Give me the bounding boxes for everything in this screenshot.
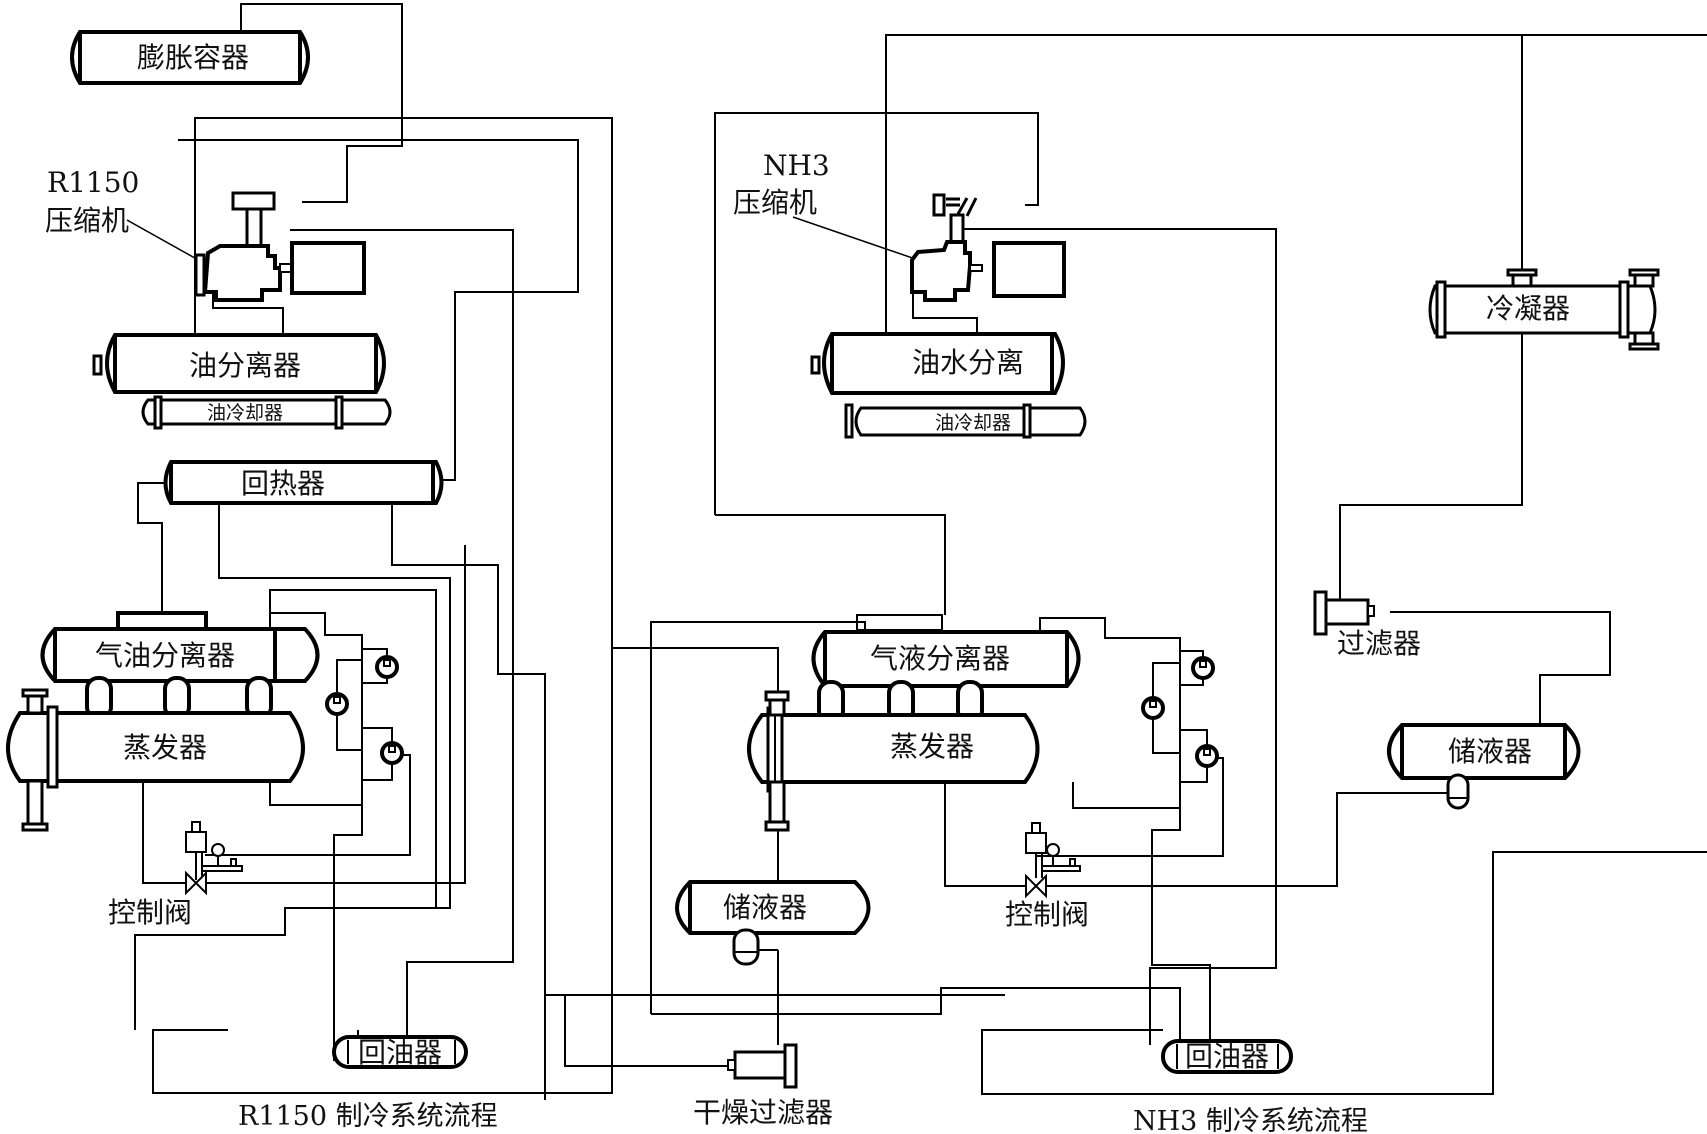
regenerator: 回热器 <box>163 460 444 505</box>
pipe-expansion-to-compressor <box>240 3 403 203</box>
pipe-gassep-manifold <box>269 589 437 908</box>
receiver-center-label: 储液器 <box>723 891 807 924</box>
regenerator-label: 回热器 <box>241 467 325 500</box>
nh3-compressor-leader <box>792 216 931 265</box>
float-valve-icon <box>1141 696 1165 720</box>
gas-liquid-separator-label: 气液分离器 <box>870 642 1010 675</box>
pipe-float-to-valve <box>205 754 411 856</box>
condenser: 冷凝器 <box>1428 268 1660 351</box>
oil-water-separator-label: 油水分离 <box>912 346 1024 379</box>
dryer-filter: 干燥过滤器 <box>693 1043 833 1129</box>
pipe-oilwater-to-gassep <box>715 514 946 615</box>
left-connectors <box>85 676 273 720</box>
float-valve-icon <box>375 655 399 679</box>
pipe-left-to-dryer <box>564 995 733 1067</box>
nh3-compressor-label-1: NH3 <box>763 149 830 182</box>
pipe-compressor-oil <box>212 285 284 335</box>
pipe-center-evap-top <box>612 647 779 694</box>
pipe-nh3-oil <box>912 286 978 334</box>
r1150-compressor-label-1: R1150 <box>47 166 139 199</box>
pipe-regen-right <box>391 502 546 1100</box>
gas-oil-separator: 气油分离器 <box>40 611 320 683</box>
r1150-caption: R1150 制冷系统流程 <box>238 1101 498 1132</box>
dryer-filter-label: 干燥过滤器 <box>693 1096 833 1129</box>
nh3-compressor <box>910 193 1066 302</box>
expansion-tank-label: 膨胀容器 <box>137 41 249 74</box>
pipe-nh3-comp-top <box>714 112 1039 515</box>
evaporator-right-label: 蒸发器 <box>890 730 974 763</box>
pipe-nh3-evap-valve <box>944 782 1035 887</box>
oil-return-right-label: 回油器 <box>1185 1040 1269 1073</box>
pipe-center-to-nh3-oil <box>651 987 1181 1045</box>
float-valve-icon <box>1191 656 1215 680</box>
condenser-label: 冷凝器 <box>1486 292 1570 325</box>
right-system-pipes <box>612 34 1707 1095</box>
filter-right: 过滤器 <box>1313 590 1421 660</box>
pipe-oilsep-loop <box>152 117 613 1094</box>
float-valve-icon <box>325 692 349 716</box>
nh3-caption: NH3 制冷系统流程 <box>1133 1106 1368 1134</box>
evaporator-left: 蒸发器 <box>6 688 305 832</box>
evaporator-left-label: 蒸发器 <box>123 731 207 764</box>
pipe-evap-valve <box>142 545 466 884</box>
pipe-nh3-manifold <box>1039 617 1211 1045</box>
r1150-compressor-label-2: 压缩机 <box>45 204 129 237</box>
pipe-compressor-right <box>178 139 579 481</box>
oil-return-left: 回油器 <box>332 1035 468 1069</box>
filter-right-label: 过滤器 <box>1337 627 1421 660</box>
nh3-compressor-label-2: 压缩机 <box>733 186 817 219</box>
pipe-filter-to-receiver <box>1390 611 1611 725</box>
control-valve-right: 控制阀 <box>1005 822 1089 931</box>
pipe-center-left <box>650 621 866 1014</box>
control-valve-left: 控制阀 <box>108 821 243 929</box>
oil-return-left-label: 回油器 <box>358 1036 442 1069</box>
receiver-right-label: 储液器 <box>1448 735 1532 768</box>
pipe-evap-right <box>269 780 362 806</box>
receiver-right: 储液器 <box>1387 723 1581 810</box>
oil-return-right: 回油器 <box>1161 1039 1293 1074</box>
control-valve-left-label: 控制阀 <box>108 896 192 929</box>
gassep-top-nozzle <box>856 614 943 631</box>
pipe-regen-gassep <box>137 482 180 612</box>
float-valves-right <box>1141 656 1219 768</box>
gas-liquid-separator: 气液分离器 <box>811 630 1081 688</box>
oil-water-separator: 油水分离 <box>810 332 1065 395</box>
pipe-nh3-discharge <box>960 228 1277 1045</box>
evaporator-right: 蒸发器 <box>747 690 1040 832</box>
pipe-nh3-oil-loop <box>981 851 1707 1095</box>
float-valve-icon <box>380 741 404 765</box>
pipe-compressor-discharge <box>290 229 514 1045</box>
pipe-regen-left <box>134 502 451 1030</box>
r1150-compressor <box>194 191 366 302</box>
receiver-center: 储液器 <box>675 880 871 966</box>
pipe-receiver-to-valve <box>1035 792 1455 887</box>
float-valves-left <box>325 655 404 765</box>
expansion-tank: 膨胀容器 <box>70 30 310 85</box>
oil-cooler-right-label: 油冷却器 <box>935 412 1011 434</box>
oil-cooler-right: 油冷却器 <box>844 403 1087 439</box>
oil-cooler-left: 油冷却器 <box>141 395 392 430</box>
pipe-condenser-out <box>1339 333 1523 600</box>
control-valve-right-label: 控制阀 <box>1005 898 1089 931</box>
float-valve-icon <box>1195 744 1219 768</box>
pipe-nh3-evap-bottom <box>1072 782 1180 809</box>
left-system-pipes <box>134 3 1005 1100</box>
pipe-nh3-float-to-valve <box>1035 757 1224 857</box>
pipe-top-long <box>885 34 1707 362</box>
oil-separator-label: 油分离器 <box>189 349 301 382</box>
oil-separator: 油分离器 <box>92 333 386 394</box>
gas-oil-separator-label: 气油分离器 <box>95 639 235 672</box>
oil-cooler-left-label: 油冷却器 <box>207 402 283 424</box>
